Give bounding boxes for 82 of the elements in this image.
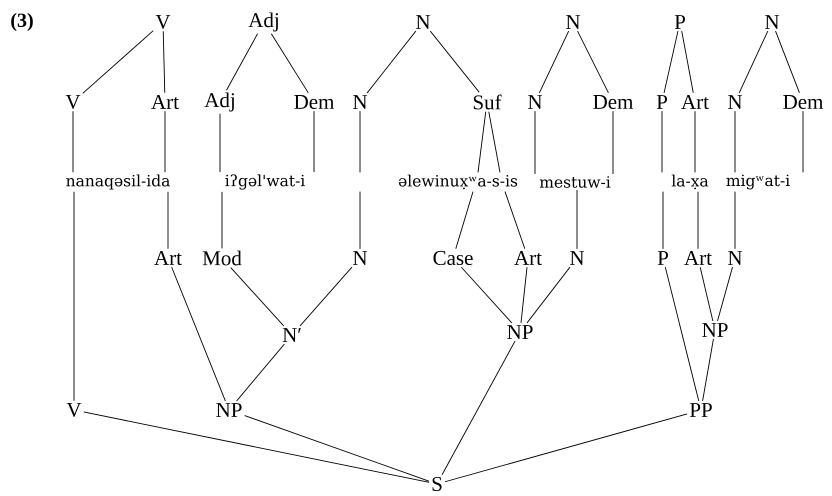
category-label: P [656,95,667,109]
word-label: nanaqəsil-ida [66,174,170,190]
category-label: N [570,251,584,265]
category-label: N [353,95,368,109]
category-label: Adj [248,12,278,32]
tree-branch [226,33,258,91]
tree-branch [802,110,804,173]
tree-branch [738,30,768,94]
category-label: S [432,476,442,492]
tree-branch [577,30,609,94]
category-label: N [566,15,580,29]
category-label: N [416,15,430,29]
tree-branch [162,30,166,94]
word-label: la-x̣a [672,174,708,190]
category-label: N [728,251,742,265]
tree-branch [488,111,500,173]
tree-branch [681,30,694,94]
tree-branch [526,266,570,324]
tree-branch [300,266,352,326]
category-label: Dem [294,95,334,109]
category-label: Art [154,250,182,266]
tree-branch [455,191,474,250]
category-label: Art [681,94,709,110]
tree-branch [82,30,154,94]
category-label: NP [507,325,533,339]
tree-branch [171,266,226,402]
category-label: Art [151,94,179,110]
tree-branch [734,191,736,250]
tree-branch [244,415,430,482]
category-label: V [66,94,80,110]
category-label: V [66,402,82,418]
tree-branch [442,340,516,476]
tree-branch [236,344,285,402]
category-label: N [728,95,742,109]
tree-branch [504,191,526,250]
tree-branch [700,266,714,322]
tree-branch [694,110,696,173]
word-label: əlewinux̣ʷa-s-is [398,174,518,190]
tree-branch [576,190,578,250]
tree-branch [702,338,714,402]
word-label: migʷat-i [726,174,790,190]
word-label: iʔgəl'wat-i [225,174,305,190]
category-label: Adj [204,92,234,112]
tree-branch [662,191,664,250]
tree-branch [72,110,74,173]
tree-branch [664,30,678,94]
tree-branch [775,30,800,94]
tree-branch [538,30,570,94]
tree-branch [366,30,416,94]
category-label: PP [690,403,712,417]
tree-branch [444,413,688,482]
tree-branch [164,110,166,173]
tree-branch [664,266,700,402]
category-label: V [156,14,170,30]
tree-branch [520,266,528,324]
tree-branch [734,110,736,173]
tree-branch [717,266,733,322]
category-label: P [658,251,668,265]
tree-branch [270,33,309,94]
category-label: N [353,251,368,265]
category-label: Art [514,250,542,266]
word-label: mestuw-i [540,176,610,188]
category-label: Case [433,250,473,266]
category-label: N [528,95,542,109]
tree-branch [478,111,486,173]
tree-branch [612,110,614,174]
category-label: Dem [783,95,824,109]
tree-branch [230,267,284,326]
example-number: (3) [11,12,33,32]
category-label: N [765,15,780,29]
category-label: Suf [474,94,502,110]
category-label: NP [216,403,242,417]
category-label: N′ [282,328,301,342]
category-label: Mod [202,250,242,266]
category-label: P [674,15,685,29]
category-label: Dem [593,95,634,109]
tree-branch [83,412,430,483]
category-label: NP [702,323,728,337]
tree-branch [534,110,536,174]
tree-branch [460,266,512,324]
category-label: Art [684,250,712,266]
tree-branch [430,30,480,93]
